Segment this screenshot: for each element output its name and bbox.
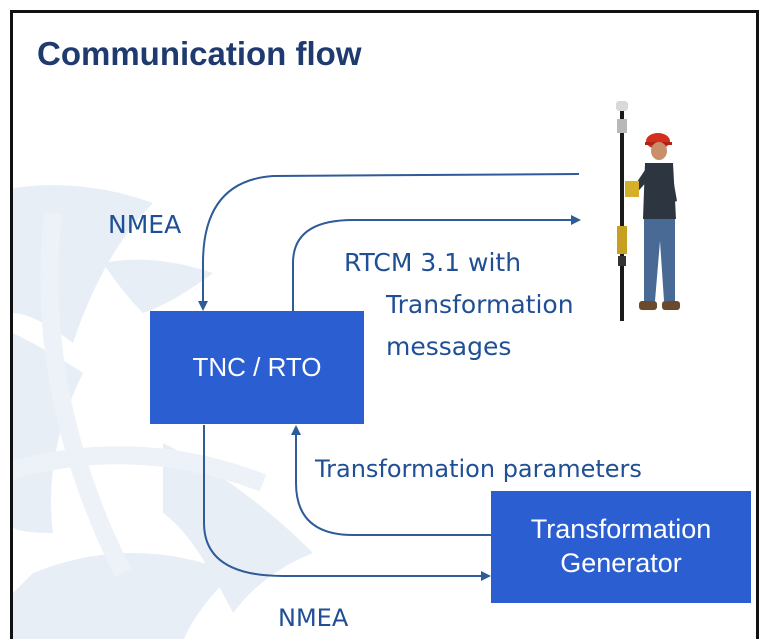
arrow-rtcm-to-rover — [292, 215, 581, 311]
arrow-params-to-tnc — [291, 425, 491, 536]
label-rtcm-line2: Transformation — [386, 290, 574, 319]
label-nmea-bottom: NMEA — [278, 604, 349, 632]
node-tnc-rto: TNC / RTO — [150, 311, 364, 424]
node-transformation-generator: Transformation Generator — [491, 491, 751, 603]
label-nmea-top: NMEA — [108, 210, 182, 239]
label-transformation-parameters: Transformation parameters — [315, 455, 642, 483]
label-rtcm: RTCM 3.1 with Transformation messages — [344, 242, 574, 368]
label-rtcm-line1: RTCM 3.1 with — [344, 248, 522, 277]
background-globe-art — [13, 185, 313, 639]
label-rtcm-line3: messages — [386, 332, 512, 361]
arrow-nmea-to-tnc — [198, 173, 580, 311]
flow-arrows — [198, 173, 581, 581]
surveyor-icon — [616, 101, 680, 321]
arrow-nmea-to-generator — [203, 425, 491, 581]
slide: Communication flow — [10, 10, 759, 639]
node-tnc-rto-label: TNC / RTO — [192, 352, 322, 382]
slide-title: Communication flow — [37, 35, 362, 72]
node-generator-label-line1: Transformation — [530, 514, 712, 545]
node-generator-label-line2: Generator — [560, 548, 682, 578]
